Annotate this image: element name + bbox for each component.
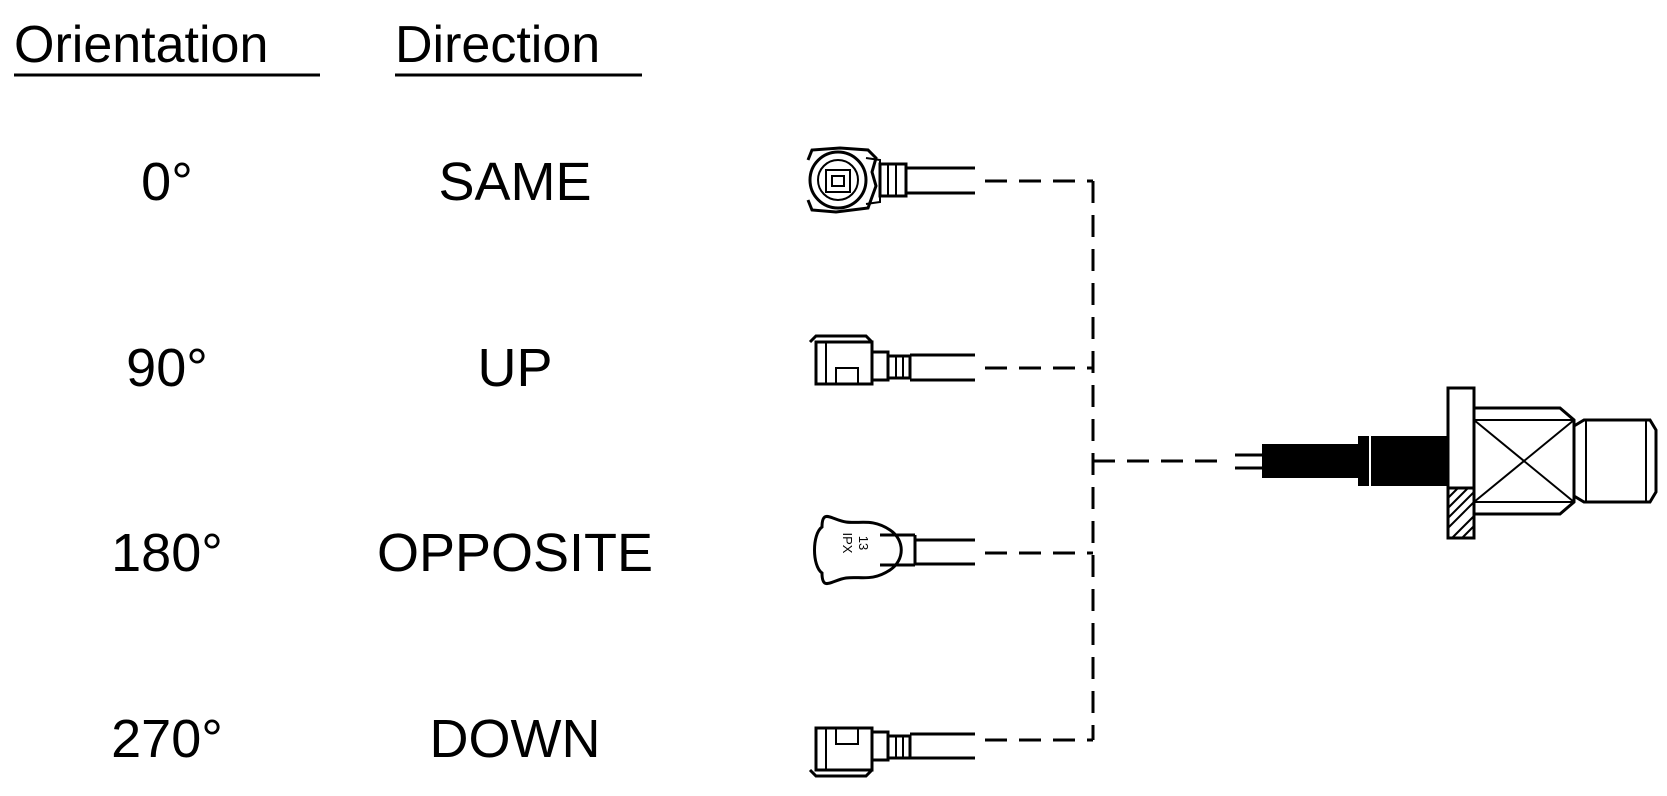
dashed-connection-lines [985, 179, 1225, 742]
sma-bulkhead-connector-icon [1235, 386, 1658, 540]
row-3-orientation: 270° [111, 709, 223, 769]
header-direction: Direction [395, 16, 600, 74]
connector-90-deg-icon [808, 334, 975, 386]
connector-label-brand: IPX [840, 533, 855, 554]
row-1-direction: UP [477, 338, 552, 398]
connector-180-deg-icon: 13 IPX [813, 515, 975, 585]
connector-0-deg-icon [806, 146, 975, 214]
row-3-direction: DOWN [430, 709, 601, 769]
row-0-direction: SAME [438, 152, 591, 212]
header-orientation: Orientation [14, 16, 268, 74]
row-1-orientation: 90° [126, 338, 208, 398]
row-2-direction: OPPOSITE [377, 523, 653, 583]
row-0-orientation: 0° [141, 152, 193, 212]
connector-label-number: 13 [856, 536, 871, 550]
connector-270-deg-icon [808, 726, 975, 778]
row-2-orientation: 180° [111, 523, 223, 583]
